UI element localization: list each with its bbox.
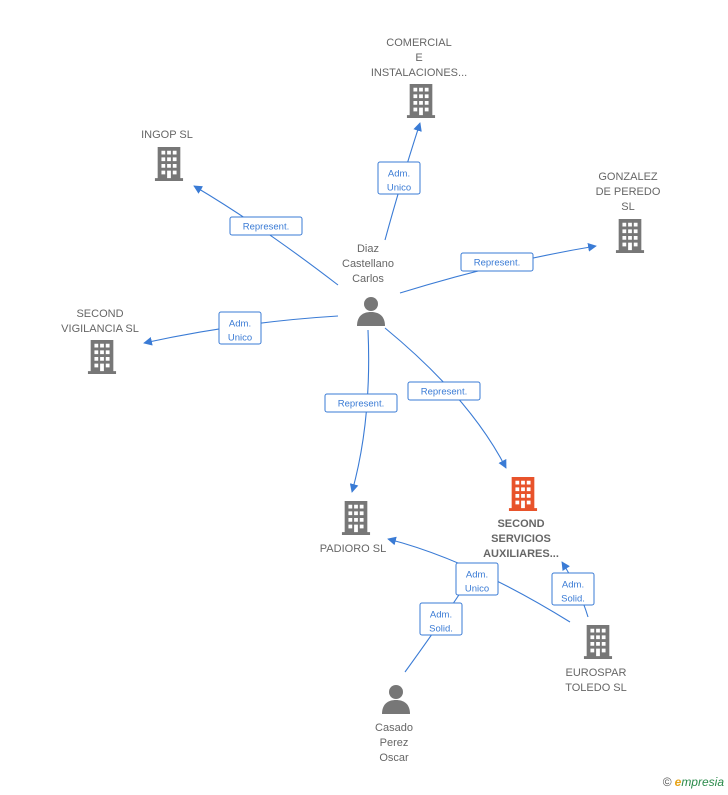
person-icon[interactable] xyxy=(357,297,385,326)
node-padioro[interactable]: PADIORO SL xyxy=(320,501,386,555)
node-label-diaz: Diaz xyxy=(357,243,379,255)
node-eurospar[interactable]: EUROSPAR TOLEDO SL xyxy=(565,625,627,694)
edge-label-text: Adm. xyxy=(388,169,410,180)
edge-label-box xyxy=(419,602,463,636)
edge-label-diaz-to-ingop: Represent. xyxy=(229,216,303,236)
node-label-gonzalez: GONZALEZ xyxy=(598,171,658,183)
edge-label-text: Adm. xyxy=(229,319,251,330)
edge-label-text: Solid. xyxy=(429,624,453,635)
edge-label-box xyxy=(407,381,481,401)
edge-label-text: Represent. xyxy=(474,258,520,269)
node-label-gonzalez: DE PEREDO xyxy=(596,186,661,198)
edge-label-eurospar-to-padioro: Adm. Unico xyxy=(455,562,499,596)
edge-label-text: Unico xyxy=(465,584,489,595)
edge-label-casado-to-servicios: Adm. Solid. xyxy=(419,602,463,636)
edge-label-diaz-to-servicios: Represent. xyxy=(407,381,481,401)
edge-label-diaz-to-comercial: Adm. Unico xyxy=(377,161,421,195)
node-label-casado: Perez xyxy=(380,737,409,749)
edge-label-text: Adm. xyxy=(430,610,452,621)
edge-label-eurospar-to-servicios: Adm. Solid. xyxy=(551,572,595,606)
edge-label-box xyxy=(551,572,595,606)
edge-label-text: Solid. xyxy=(561,594,585,605)
node-gonzalez[interactable]: GONZALEZ DE PEREDO SL xyxy=(596,171,661,253)
nodes-layer: COMERCIAL E INSTALACIONES... INGOP SL GONZAL… xyxy=(61,37,661,764)
edge-label-text: Unico xyxy=(228,333,252,344)
edge-label-text: Represent. xyxy=(338,399,384,410)
footer-brand: ©empresia xyxy=(663,775,724,789)
edge-label-text: Represent. xyxy=(421,387,467,398)
edge-label-box xyxy=(229,216,303,236)
building-icon[interactable] xyxy=(406,84,436,118)
edge-label-text: Unico xyxy=(387,183,411,194)
building-icon[interactable] xyxy=(87,340,117,374)
edge-diaz-to-padioro xyxy=(349,329,370,493)
building-icon[interactable] xyxy=(615,219,645,253)
copyright-symbol: © xyxy=(662,775,672,789)
edge-labels-layer: Adm.UnicoRepresent.Represent.Adm.UnicoRe… xyxy=(218,161,595,636)
edge-label-text: Adm. xyxy=(562,580,584,591)
edge-label-diaz-to-vigilancia: Adm. Unico xyxy=(218,311,262,345)
building-icon[interactable] xyxy=(583,625,613,659)
node-label-comercial: INSTALACIONES... xyxy=(371,67,467,79)
building-icon[interactable] xyxy=(508,477,538,511)
edge-label-box xyxy=(218,311,262,345)
node-label-casado: Oscar xyxy=(379,752,409,764)
node-label-eurospar: EUROSPAR xyxy=(566,667,627,679)
node-label-comercial: E xyxy=(415,52,422,64)
building-icon[interactable] xyxy=(154,147,184,181)
edge-label-diaz-to-padioro: Represent. xyxy=(324,393,398,413)
node-label-padioro: PADIORO SL xyxy=(320,543,386,555)
node-vigilancia[interactable]: SECOND VIGILANCIA SL xyxy=(61,308,139,374)
node-label-ingop: INGOP SL xyxy=(141,129,193,141)
node-comercial[interactable]: COMERCIAL E INSTALACIONES... xyxy=(371,37,467,118)
edge-label-text: Adm. xyxy=(466,570,488,581)
node-servicios[interactable]: SECOND SERVICIOS AUXILIARES... xyxy=(483,477,559,560)
node-label-vigilancia: SECOND xyxy=(76,308,123,320)
node-label-servicios: SERVICIOS xyxy=(491,533,551,545)
edge-label-box xyxy=(460,252,534,272)
brand-logo: empresia xyxy=(674,775,724,789)
building-icon[interactable] xyxy=(341,501,371,535)
node-label-comercial: COMERCIAL xyxy=(386,37,451,49)
edge-label-box xyxy=(377,161,421,195)
node-label-servicios: SECOND xyxy=(497,518,544,530)
node-label-eurospar: TOLEDO SL xyxy=(565,682,627,694)
person-icon[interactable] xyxy=(382,685,410,714)
edge-label-box xyxy=(455,562,499,596)
node-label-servicios: AUXILIARES... xyxy=(483,548,559,560)
edge-label-box xyxy=(324,393,398,413)
node-label-diaz: Castellano xyxy=(342,258,394,270)
node-label-vigilancia: VIGILANCIA SL xyxy=(61,323,139,335)
edge-label-diaz-to-gonzalez: Represent. xyxy=(460,252,534,272)
node-ingop[interactable]: INGOP SL xyxy=(141,129,193,181)
edge-label-text: Represent. xyxy=(243,222,289,233)
node-label-gonzalez: SL xyxy=(621,201,634,213)
node-label-casado: Casado xyxy=(375,722,413,734)
node-label-diaz: Carlos xyxy=(352,273,384,285)
